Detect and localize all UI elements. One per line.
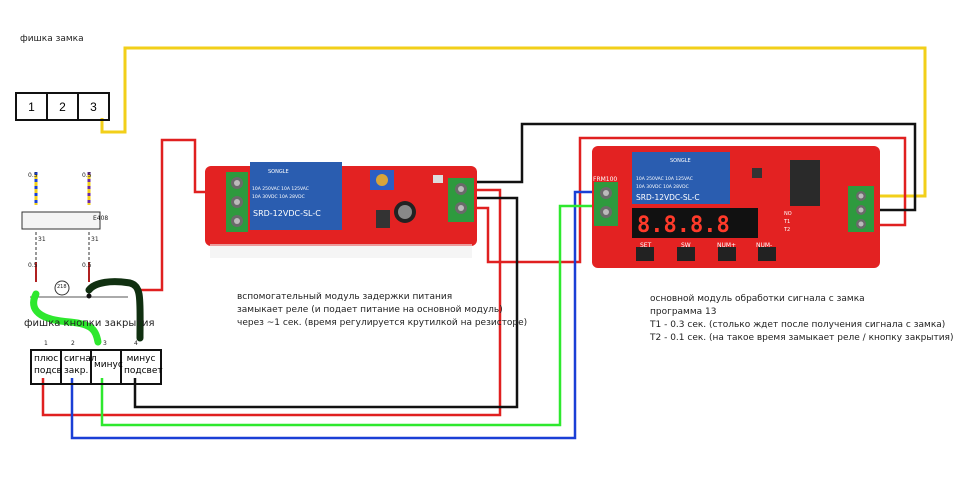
button-connector-title: фишка кнопки закрытия <box>24 318 155 329</box>
lock-pin-3: 3 <box>90 99 97 114</box>
main-module-board <box>592 146 880 268</box>
c218-label: 218 <box>57 284 67 290</box>
button-pin-2: сигнал закр. <box>62 351 97 383</box>
e408-label: E408 <box>93 215 109 222</box>
button-pin-4: минус подсвет <box>124 354 163 376</box>
delay-module-note: вспомогательный модуль задержки питания … <box>237 291 527 330</box>
black-wire-top <box>470 122 917 212</box>
delay-note-line-2: замыкает реле (и подает питание на основ… <box>237 305 503 315</box>
main-note-line-1: основной модуль обработки сигнала с замк… <box>650 294 865 304</box>
black-wire-bottom <box>133 196 519 409</box>
green-highlight <box>30 290 102 346</box>
wire-label-31b: 31 <box>91 236 99 243</box>
button-pin-1: плюс подсв <box>32 351 62 383</box>
wire-label-05b: 0.5 <box>82 172 92 179</box>
button-pin-num-2: 2 <box>71 340 75 347</box>
delay-note-line-1: вспомогательный модуль задержки питания <box>237 292 453 302</box>
delay-module-board <box>205 162 477 258</box>
lock-connector-title: фишка замка <box>20 34 84 44</box>
button-pin-num-4: 4 <box>134 340 138 347</box>
button-connector: плюс подсв сигнал закр. минус минус подс… <box>30 349 163 385</box>
main-module-note: основной модуль обработки сигнала с замк… <box>650 293 954 345</box>
green-wire <box>100 204 605 427</box>
lock-pin-2: 2 <box>48 94 79 119</box>
yellow-wire <box>100 46 927 198</box>
wire-label-05a: 0.5 <box>28 172 38 179</box>
red-wire-top <box>140 138 238 292</box>
red-wire-main <box>41 188 502 417</box>
lock-pin-1: 1 <box>17 94 48 119</box>
e408-switch <box>21 211 101 230</box>
main-note-line-2: программа 13 <box>650 307 717 317</box>
lock-connector: 1 2 3 <box>15 92 110 121</box>
c218-circle <box>54 280 70 296</box>
wire-label-05c: 0.5 <box>28 262 38 269</box>
wire-label-05d: 0.5 <box>82 262 92 269</box>
wire-label-31a: 31 <box>38 236 46 243</box>
blue-wire <box>70 190 605 440</box>
button-pin-3: минус <box>92 351 123 383</box>
button-pin-num-1: 1 <box>44 340 48 347</box>
main-note-line-4: T2 - 0.1 сек. (на такое время замыкает р… <box>650 333 954 343</box>
delay-note-line-3: через ~1 сек. (время регулируется крутил… <box>237 318 528 328</box>
darkgreen-highlight <box>85 278 144 342</box>
button-pin-num-3: 3 <box>103 340 107 347</box>
main-note-line-3: T1 - 0.3 сек. (столько ждет после получе… <box>650 320 946 330</box>
